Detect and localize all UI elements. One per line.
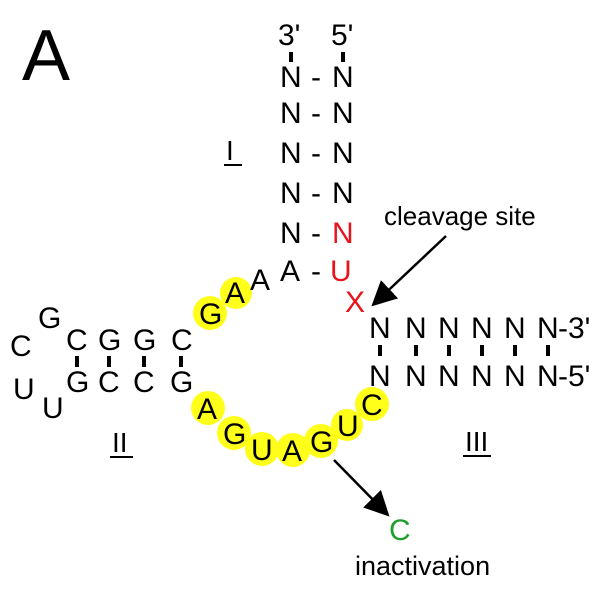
stem-i-pair-dash: - xyxy=(311,217,321,250)
highlight-core-bottom-u2 xyxy=(331,409,363,441)
mutation-arrow xyxy=(333,459,390,517)
core-top-a: A xyxy=(225,277,245,310)
stem-ii-top-base: G xyxy=(98,324,121,357)
stem-i-right-base: N xyxy=(332,61,354,94)
stem-ii-top-base: G xyxy=(133,324,156,357)
stem-i-pair-dash: - xyxy=(311,137,321,170)
highlight-core-bottom-c xyxy=(355,387,389,421)
core-bottom-base: G xyxy=(310,426,333,459)
stem-i-left-base: A xyxy=(280,255,300,288)
stem-i-end-3prime: 3' xyxy=(278,19,300,52)
stem-iii-top-base: N xyxy=(369,312,391,345)
stem-i-left-base: N xyxy=(280,217,302,250)
inactivation-label: inactivation xyxy=(355,551,490,581)
highlight-core-bottom-u xyxy=(245,432,279,466)
stem-i-end-5prime: 5' xyxy=(331,19,353,52)
highlight-core-top-g xyxy=(193,296,227,330)
stem-i-right-base: N xyxy=(332,97,354,130)
stem-i-pair-dash: - xyxy=(311,61,321,94)
stem-ii-loop-base: C xyxy=(10,330,32,363)
stem-i-label: I xyxy=(226,135,234,166)
stem-i-right-base-red: U xyxy=(330,255,352,288)
stem-ii: G C U U C G G C G C C G II xyxy=(10,302,193,458)
stem-iii-bottom-base: N xyxy=(438,360,460,393)
stem-ii-label: II xyxy=(112,427,128,458)
cleavage-arrow xyxy=(371,235,447,307)
stem-i-right-base: N xyxy=(332,177,354,210)
cleavage-label: cleavage site xyxy=(384,201,536,231)
core-bottom-base: A xyxy=(282,435,302,468)
stem-ii-bottom-base: G xyxy=(170,366,193,399)
stem-iii-bottom-base: N xyxy=(471,360,493,393)
stem-i-pair-dash: - xyxy=(311,255,321,288)
stem-ii-loop-base: G xyxy=(38,302,61,335)
stem-iii-label: III xyxy=(465,426,488,457)
stem-iii-top-base: N xyxy=(504,312,526,345)
stem-iii-end-5prime: -5' xyxy=(558,360,590,393)
highlight-core-bottom-a2 xyxy=(276,433,310,467)
stem-i-left-base: N xyxy=(280,61,302,94)
mutation-base: C xyxy=(389,514,411,547)
stem-i-right-base-red: N xyxy=(332,217,354,250)
stem-ii-loop-base: U xyxy=(13,373,35,406)
stem-i-left-base: N xyxy=(280,177,302,210)
stem-i-left-base: N xyxy=(280,97,302,130)
stem-i: 3' 5' N - N N - N N - N N - N N - N A - … xyxy=(224,19,354,288)
cleavage-mark: X xyxy=(345,286,365,319)
stem-iii-bottom-base: N xyxy=(537,360,559,393)
stem-iii-bottom-base: N xyxy=(405,360,427,393)
highlight-core-top-a xyxy=(220,277,252,309)
stem-ii-bottom-base: C xyxy=(133,366,155,399)
stem-iii-top-base: N xyxy=(405,312,427,345)
stem-iii: N N N N N N -3' N N N N N N -5' III xyxy=(369,312,590,457)
panel-label: A xyxy=(22,16,70,96)
highlight-core-bottom-g xyxy=(217,416,251,450)
core-bottom-base: U xyxy=(337,410,359,443)
stem-iii-bottom-base: N xyxy=(369,360,391,393)
stem-ii-loop-base: U xyxy=(42,392,64,425)
stem-i-right-base: N xyxy=(332,137,354,170)
stem-iii-bottom-base: N xyxy=(504,360,526,393)
stem-i-left-base: N xyxy=(280,137,302,170)
core-bottom-base: U xyxy=(251,434,273,467)
core-bottom-base: G xyxy=(223,418,246,451)
stem-i-pair-dash: - xyxy=(311,177,321,210)
core-highlights xyxy=(191,277,389,467)
highlight-core-bottom-g2 xyxy=(304,424,338,458)
highlight-core-bottom-a xyxy=(191,391,225,425)
core-top-a2: A xyxy=(250,264,270,297)
stem-iii-top-base: N xyxy=(471,312,493,345)
stem-iii-top-base: N xyxy=(438,312,460,345)
core-bottom-base: C xyxy=(361,389,383,422)
core-bottom-base: A xyxy=(197,393,217,426)
stem-ii-bottom-base: C xyxy=(98,366,120,399)
stem-ii-top-base: C xyxy=(171,324,193,357)
stem-ii-top-base: C xyxy=(66,324,88,357)
stem-i-pair-dash: - xyxy=(311,97,321,130)
stem-iii-top-base: N xyxy=(537,312,559,345)
core-top-g: G xyxy=(199,298,222,331)
stem-iii-end-3prime: -3' xyxy=(558,312,590,345)
stem-ii-bottom-base: G xyxy=(66,366,89,399)
